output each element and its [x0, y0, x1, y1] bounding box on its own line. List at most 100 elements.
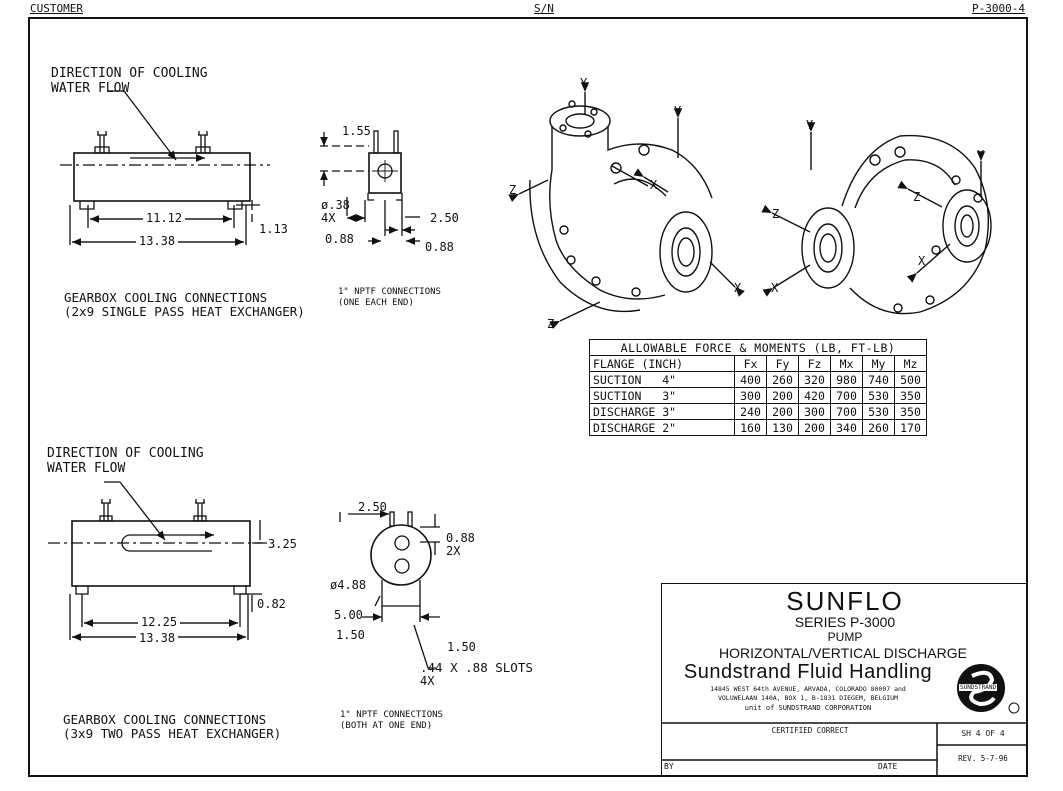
title-block: [661, 583, 1028, 777]
dim-hole-qty-2x9-end: 4X: [321, 211, 336, 225]
caption-2x9-line2: (2x9 SINGLE PASS HEAT EXCHANGER): [64, 304, 305, 319]
revision-date: REV. 5-7-96: [958, 754, 1008, 763]
dim-outer-length-3x9: 13.38: [136, 631, 179, 645]
nptf-3x9-line2: (BOTH AT ONE END): [340, 721, 433, 731]
col-header: Mx: [830, 355, 863, 372]
table-cell: 740: [862, 371, 895, 388]
slots-label-line2: 4X: [420, 674, 435, 688]
axis-y-1: Y: [580, 76, 588, 90]
table-cell: SUCTION 3": [589, 387, 735, 404]
table-cell: 420: [798, 387, 831, 404]
sheet-number: SH 4 OF 4: [961, 729, 1005, 738]
table-cell: DISCHARGE 2": [589, 419, 735, 436]
slots-label-line1: .44 X .88 SLOTS: [420, 660, 533, 675]
table-header-row: FLANGE (INCH) Fx Fy Fz Mx My Mz: [589, 355, 927, 372]
hx-3x9-side-view: [48, 481, 270, 641]
table-cell: 260: [862, 419, 895, 436]
dim-left-3x9-end: 1.50: [336, 628, 365, 642]
table-cell: 200: [766, 403, 799, 420]
nptf-3x9-line1: 1" NPTF CONNECTIONS: [340, 710, 443, 720]
axis-y-2: Y: [674, 104, 682, 118]
flow-label-top-line2: WATER FLOW: [51, 81, 130, 96]
series-label: SERIES P-3000: [794, 614, 896, 630]
drawing-number: P-3000-4: [972, 2, 1025, 15]
table-cell: 500: [894, 371, 927, 388]
nptf-2x9-line1: 1" NPTF CONNECTIONS: [338, 287, 441, 297]
serial-number-label: S/N: [534, 2, 554, 15]
dim-right-low-2x9-end: 0.88: [425, 240, 454, 254]
table-cell: 350: [894, 403, 927, 420]
table-cell: 130: [766, 419, 799, 436]
axis-x-4: X: [918, 254, 926, 268]
table-cell: 200: [798, 419, 831, 436]
col-header: Fx: [734, 355, 767, 372]
table-row: SUCTION 3" 300 200 420 700 530 350: [589, 387, 927, 404]
hx-2x9-end-view: [320, 130, 420, 245]
brand-sunflo: SUNFLO: [786, 586, 904, 616]
dim-height-3x9: 3.25: [268, 537, 297, 551]
table-cell: 300: [734, 387, 767, 404]
dim-top-2x9-end: 1.55: [342, 124, 371, 138]
table-cell: DISCHARGE 3": [589, 403, 735, 420]
col-header: FLANGE (INCH): [589, 355, 735, 372]
flow-label-bottom-line2: WATER FLOW: [47, 461, 126, 476]
table-cell: 260: [766, 371, 799, 388]
date-label: DATE: [878, 762, 898, 771]
dim-inner-length-2x9: 11.12: [143, 211, 186, 225]
caption-3x9-line2: (3x9 TWO PASS HEAT EXCHANGER): [63, 726, 282, 741]
table-cell: 240: [734, 403, 767, 420]
axis-x-1: X: [650, 178, 658, 192]
by-label: BY: [664, 762, 674, 771]
dim-hole-2x9-end: ø.38: [321, 198, 350, 212]
dim-inner-length-3x9: 12.25: [138, 615, 181, 629]
title-block-lines: [661, 722, 1028, 777]
nptf-2x9-line2: (ONE EACH END): [338, 298, 414, 308]
table-cell: 350: [894, 387, 927, 404]
address-line1: 14845 WEST 64th AVENUE, ARVADA, COLORADO…: [710, 685, 906, 693]
axis-z-2: Z: [547, 317, 555, 331]
table-cell: 700: [830, 403, 863, 420]
pump-iso-left: [508, 82, 745, 329]
axis-y-4: Y: [977, 148, 985, 162]
table-cell: 200: [766, 387, 799, 404]
flow-label-bottom-line1: DIRECTION OF COOLING: [47, 446, 204, 461]
config-label: HORIZONTAL/VERTICAL DISCHARGE: [719, 645, 967, 661]
axis-x-3: X: [771, 281, 779, 295]
product-label: PUMP: [827, 630, 863, 644]
dim-foot-2x9: 1.13: [259, 222, 288, 236]
axis-z-1: Z: [509, 183, 517, 197]
pump-iso-right: [761, 122, 992, 315]
table-cell: 300: [798, 403, 831, 420]
caption-3x9-line1: GEARBOX COOLING CONNECTIONS: [63, 712, 267, 727]
caption-2x9-line1: GEARBOX COOLING CONNECTIONS: [64, 290, 268, 305]
drawing-border: [28, 17, 1028, 777]
col-header: Fz: [798, 355, 831, 372]
table-cell: 160: [734, 419, 767, 436]
dim-outer-length-2x9: 13.38: [136, 234, 179, 248]
axis-x-2: X: [734, 281, 742, 295]
dim-base-3x9-end: 5.00: [334, 608, 363, 622]
certified-correct: CERTIFIED CORRECT: [771, 726, 849, 735]
dim-left-low-2x9-end: 0.88: [325, 232, 354, 246]
axis-z-3: Z: [772, 207, 780, 221]
col-header: Fy: [766, 355, 799, 372]
axis-z-4: Z: [913, 190, 921, 204]
address-line2: VOLUWELAAN 140A, BOX 1, B-1831 DIEGEM, B…: [717, 694, 898, 702]
table-row: DISCHARGE 2" 160 130 200 340 260 170: [589, 419, 927, 436]
hx-3x9-end-view: [339, 512, 440, 669]
company-name: Sundstrand Fluid Handling: [683, 661, 933, 683]
table-title-row: ALLOWABLE FORCE & MOMENTS (LB, FT-LB): [589, 339, 927, 356]
dim-right-3x9-end: 1.50: [447, 640, 476, 654]
table-cell: SUCTION 4": [589, 371, 735, 388]
dim-dia-3x9-end: ø4.88: [330, 578, 367, 592]
table-cell: 170: [894, 419, 927, 436]
dim-top-3x9-end: 2.50: [358, 500, 387, 514]
table-row: SUCTION 4" 400 260 320 980 740 500: [589, 371, 927, 388]
col-header: Mz: [894, 355, 927, 372]
table-cell: 400: [734, 371, 767, 388]
table-cell: 980: [830, 371, 863, 388]
table-cell: 320: [798, 371, 831, 388]
table-cell: 530: [862, 387, 895, 404]
customer-label: CUSTOMER: [30, 2, 83, 15]
table-cell: 340: [830, 419, 863, 436]
